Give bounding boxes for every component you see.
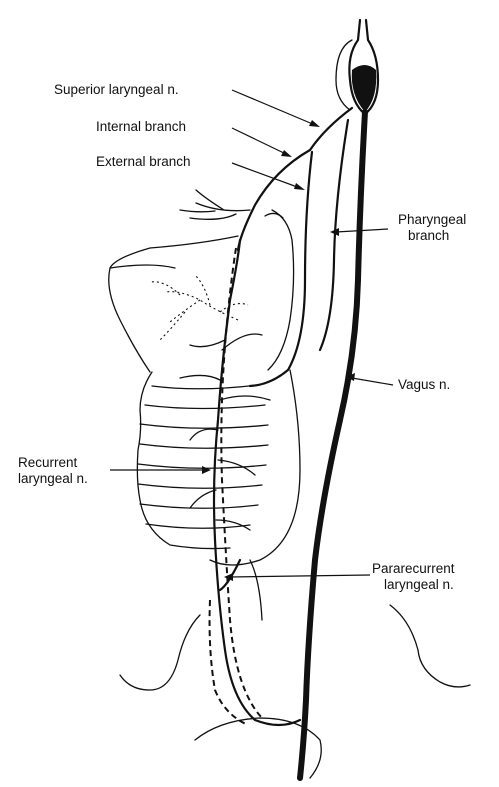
pharyngeal-line2: branch (398, 228, 466, 244)
recurrent-line2: laryngeal n. (18, 471, 88, 487)
label-recurrent-laryngeal-nerve: Recurrent laryngeal n. (18, 455, 88, 487)
internal-branch-text: Internal branch (96, 119, 186, 135)
trachea (137, 372, 268, 549)
superior-laryngeal-text: Superior laryngeal n. (54, 82, 179, 98)
vagus-text: Vagus n. (398, 377, 450, 393)
neck-base-outline (120, 605, 470, 778)
pararecurrent-line1: Pararecurrent (372, 561, 455, 577)
pararecurrent-line2: laryngeal n. (372, 577, 455, 593)
recurrent-line1: Recurrent (18, 455, 88, 471)
pharyngeal-line1: Pharyngeal (398, 212, 466, 228)
label-superior-laryngeal-nerve: Superior laryngeal n. (54, 82, 179, 98)
label-pararecurrent-laryngeal-nerve: Pararecurrent laryngeal n. (372, 561, 455, 593)
label-pharyngeal-branch: Pharyngeal branch (398, 212, 466, 244)
label-external-branch: External branch (96, 154, 191, 170)
recurrent-nerve-twigs (180, 334, 270, 530)
vagus-trunk (300, 112, 365, 778)
superior-laryngeal-nerve (180, 108, 352, 386)
external-branch-text: External branch (96, 154, 191, 170)
nodose-ganglion (336, 20, 378, 114)
larynx-outline (109, 210, 300, 620)
pharyngeal-branch-nerve (320, 120, 348, 350)
label-vagus-nerve: Vagus n. (398, 377, 450, 393)
label-internal-branch: Internal branch (96, 119, 186, 135)
pararecurrent-laryngeal-nerve (221, 248, 262, 718)
